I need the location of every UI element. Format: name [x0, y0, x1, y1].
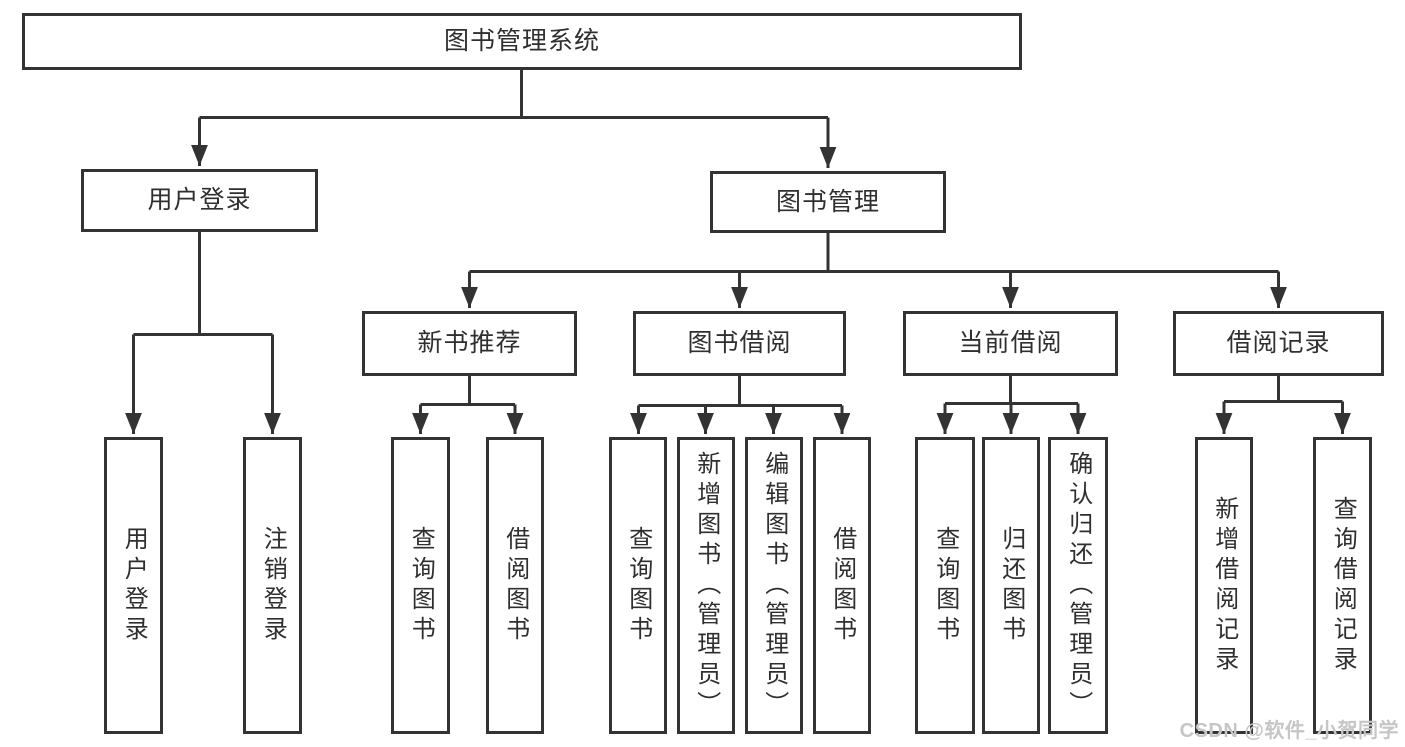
- node-label: 图书管理系统: [443, 27, 600, 55]
- node-new-book-recommendation: 新书推荐: [362, 311, 577, 376]
- node-label: 查询图书: [624, 525, 652, 646]
- node-leaf-query-books-3: 查询图书: [915, 437, 975, 734]
- connector-root-to-level2: [191, 69, 837, 168]
- node-leaf-logout: 注销登录: [243, 437, 302, 734]
- node-leaf-borrow-books-2: 借阅图书: [813, 437, 871, 734]
- node-leaf-query-books-2: 查询图书: [609, 437, 667, 734]
- connector-user-login-to-leaves: [125, 232, 281, 434]
- node-label: 图书管理: [775, 187, 880, 216]
- node-leaf-return-books: 归还图书: [982, 437, 1040, 734]
- node-leaf-add-book-admin: 新增图书（管理员）: [677, 437, 735, 734]
- node-leaf-confirm-return-admin: 确认归还（管理员）: [1048, 437, 1108, 734]
- node-leaf-user-login: 用户登录: [104, 437, 163, 734]
- node-label: 注销登录: [259, 525, 287, 646]
- node-label: 查询图书: [931, 525, 959, 646]
- connector-book-borrowing-to-leaves: [630, 376, 851, 434]
- connector-current-borrowing-to-leaves: [936, 376, 1087, 434]
- node-label: 当前借阅: [958, 329, 1063, 357]
- node-leaf-query-borrow-record: 查询借阅记录: [1313, 437, 1372, 734]
- node-label: 借阅图书: [501, 525, 529, 646]
- node-leaf-query-books-1: 查询图书: [391, 437, 450, 734]
- node-label: 归还图书: [997, 525, 1025, 646]
- node-book-management-branch: 图书管理: [710, 171, 946, 233]
- node-leaf-borrow-books-1: 借阅图书: [486, 437, 544, 734]
- node-label: 用户登录: [147, 186, 252, 214]
- connector-borrowing-records-to-leaves: [1215, 376, 1351, 434]
- node-leaf-edit-book-admin: 编辑图书（管理员）: [745, 437, 803, 734]
- node-label: 编辑图书（管理员）: [760, 450, 788, 721]
- node-book-borrowing: 图书借阅: [633, 311, 846, 376]
- node-library-management-system: 图书管理系统: [22, 13, 1022, 70]
- node-leaf-add-borrow-record: 新增借阅记录: [1195, 437, 1253, 734]
- node-label: 新增借阅记录: [1210, 495, 1238, 676]
- node-label: 查询借阅记录: [1329, 495, 1357, 676]
- node-label: 新书推荐: [417, 329, 522, 357]
- watermark-text: CSDN @软件_小贺同学: [1179, 720, 1399, 742]
- node-current-borrowing: 当前借阅: [903, 311, 1118, 376]
- node-label: 借阅记录: [1226, 329, 1331, 357]
- node-label: 查询图书: [407, 525, 435, 646]
- node-label: 用户登录: [120, 525, 148, 646]
- node-label: 新增图书（管理员）: [692, 450, 720, 721]
- connector-book-management-to-level3: [461, 233, 1287, 308]
- node-label: 图书借阅: [687, 329, 792, 357]
- connector-new-book-to-leaves: [412, 376, 524, 434]
- node-borrowing-records: 借阅记录: [1173, 311, 1384, 376]
- node-label: 确认归还（管理员）: [1064, 450, 1092, 721]
- node-user-login-branch: 用户登录: [81, 169, 318, 232]
- node-label: 借阅图书: [828, 525, 856, 646]
